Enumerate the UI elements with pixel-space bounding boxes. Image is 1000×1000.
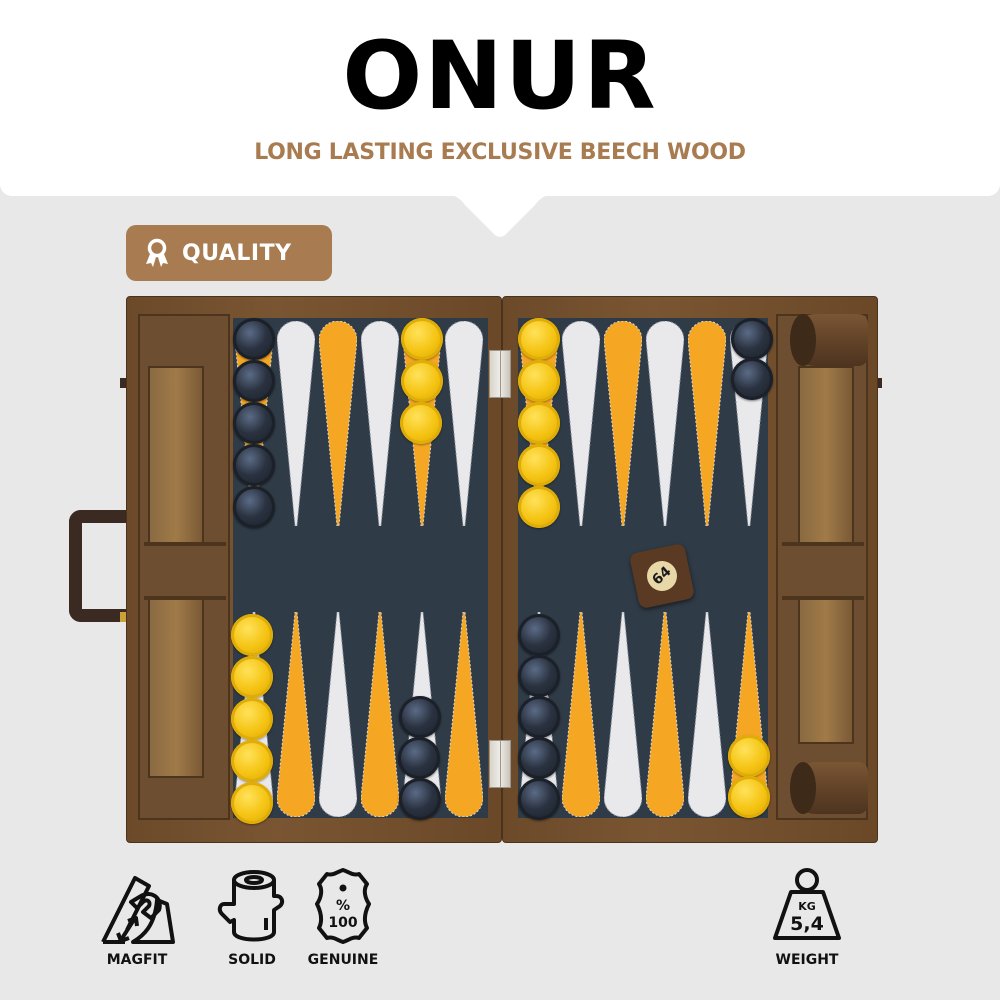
checker-yellow[interactable]: [518, 360, 560, 402]
checker-black[interactable]: [233, 402, 275, 444]
point[interactable]: [646, 321, 684, 526]
checker-yellow[interactable]: [518, 318, 560, 360]
doubling-cube-value: 64: [640, 554, 684, 598]
point[interactable]: [319, 321, 357, 526]
svg-text:KG: KG: [798, 900, 816, 913]
feature-magfit: MAGFIT: [92, 866, 182, 968]
magnet-fit-icon: [101, 876, 175, 944]
checker-black[interactable]: [518, 696, 560, 738]
checker-black[interactable]: [518, 737, 560, 779]
quality-label: QUALITY: [182, 240, 292, 266]
checker-yellow[interactable]: [231, 698, 273, 740]
tray-divider: [144, 596, 226, 600]
dice-cup[interactable]: [790, 314, 868, 366]
checker-yellow[interactable]: [231, 656, 273, 698]
point[interactable]: [361, 321, 399, 526]
point[interactable]: [688, 321, 726, 526]
checker-black[interactable]: [731, 318, 773, 360]
point[interactable]: [445, 321, 483, 526]
tray-slot: [798, 598, 854, 744]
checker-black[interactable]: [518, 614, 560, 656]
feature-label: MAGFIT: [106, 952, 168, 968]
latch: [120, 612, 126, 622]
point[interactable]: [688, 612, 726, 817]
point[interactable]: [361, 612, 399, 817]
checker-yellow[interactable]: [401, 318, 443, 360]
feature-weight: KG 5,4 WEIGHT: [762, 866, 852, 968]
checker-yellow[interactable]: [231, 740, 273, 782]
tray-slot: [798, 366, 854, 544]
point[interactable]: [319, 612, 357, 817]
backgammon-board: [126, 296, 878, 843]
feature-label: GENUINE: [307, 952, 379, 968]
header-pointer: [445, 195, 555, 237]
tray-divider: [782, 596, 864, 600]
checker-yellow[interactable]: [518, 402, 560, 444]
checker-black[interactable]: [399, 696, 441, 738]
feature-genuine: % 100 GENUINE: [298, 866, 388, 968]
checker-yellow[interactable]: [518, 486, 560, 528]
checker-yellow[interactable]: [231, 782, 273, 824]
feature-solid: SOLID: [207, 866, 297, 968]
doubling-cube[interactable]: 64: [628, 542, 696, 610]
award-ribbon-icon: [146, 238, 168, 267]
checker-black[interactable]: [233, 444, 275, 486]
checker-black[interactable]: [398, 737, 440, 779]
point[interactable]: [277, 612, 315, 817]
checker-black[interactable]: [399, 778, 441, 820]
left-playing-field: [233, 318, 488, 818]
page-title: ONUR: [342, 22, 658, 131]
hinge: [489, 350, 511, 398]
weight-icon: KG 5,4: [773, 868, 841, 940]
tray-divider: [144, 542, 226, 546]
wood-log-icon: [217, 870, 285, 942]
svg-text:100: 100: [328, 915, 357, 931]
hinge: [489, 740, 511, 788]
latch: [120, 378, 126, 388]
svg-text:5,4: 5,4: [790, 913, 824, 935]
checker-black[interactable]: [518, 778, 560, 820]
checker-yellow[interactable]: [401, 360, 443, 402]
tray-divider: [782, 542, 864, 546]
checker-yellow[interactable]: [518, 444, 560, 486]
point[interactable]: [277, 321, 315, 526]
checker-yellow[interactable]: [231, 614, 273, 656]
dice-cup[interactable]: [790, 762, 868, 814]
checker-black[interactable]: [233, 486, 275, 528]
checker-black[interactable]: [233, 318, 275, 360]
checker-black[interactable]: [518, 655, 560, 697]
point[interactable]: [562, 321, 600, 526]
feature-label: WEIGHT: [775, 952, 839, 968]
page-subtitle: LONG LASTING EXCLUSIVE BEECH WOOD: [254, 140, 746, 165]
quality-badge: QUALITY: [126, 225, 332, 281]
latch: [876, 378, 882, 388]
case-handle: [69, 510, 129, 622]
checker-yellow[interactable]: [728, 776, 770, 818]
header-card: [0, 0, 1000, 196]
tray-slot: [148, 598, 204, 778]
feature-label: SOLID: [228, 952, 276, 968]
checker-yellow[interactable]: [728, 735, 770, 777]
tray-slot: [148, 366, 204, 544]
point[interactable]: [604, 321, 642, 526]
point[interactable]: [445, 612, 483, 817]
checker-black[interactable]: [731, 358, 773, 400]
leather-hide-icon: % 100: [315, 868, 371, 944]
checker-yellow[interactable]: [400, 402, 442, 444]
point[interactable]: [604, 612, 642, 817]
svg-text:%: %: [336, 898, 350, 914]
point[interactable]: [562, 612, 600, 817]
point[interactable]: [646, 612, 684, 817]
checker-black[interactable]: [233, 360, 275, 402]
